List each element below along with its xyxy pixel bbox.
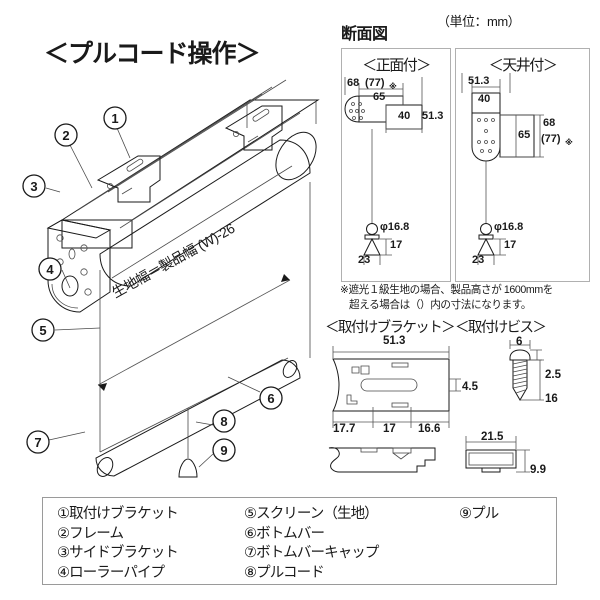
legend-item: ⑦ボトムバーキャップ [244, 545, 379, 561]
blackout-fabric-note: ※遮光１級生地の場合、製品高さが 1600mmを 超える場合は（）内の寸法になり… [340, 283, 598, 314]
bracket-dim-17: 17 [383, 423, 396, 435]
cross-section-front-mount: ＜正面付＞ 68 (77) ※ 65 40 51.3 φ16.8 17 [341, 48, 451, 282]
ceil-dim-68: 68 [543, 117, 556, 129]
pull-cord-assembly [178, 408, 198, 478]
parts-legend: ①取付けブラケット ②フレーム ③サイドブラケット ④ローラーパイプ ⑤スクリー… [42, 497, 557, 585]
note-line-1: ※遮光１級生地の場合、製品高さが 1600mmを [340, 284, 553, 296]
cap-drawing [460, 428, 570, 483]
svg-text:3: 3 [30, 179, 37, 194]
legend-item: ①取付けブラケット [57, 506, 179, 522]
frame-assembly [60, 79, 320, 249]
roller-blind-illustration: 1 2 3 4 5 6 7 8 9 [0, 40, 330, 500]
ceil-dim-23: 23 [472, 254, 485, 266]
cap-dim-9-9: 9.9 [530, 464, 546, 476]
mounting-bracket-1 [96, 155, 161, 203]
cap-dim-21-5: 21.5 [481, 431, 504, 443]
callout-5: 5 [31, 318, 55, 342]
svg-text:6: 6 [267, 391, 274, 406]
screw-drawing [500, 336, 560, 416]
front-mount-title: ＜正面付＞ [362, 57, 431, 74]
ceil-dim-40: 40 [478, 93, 491, 105]
bottom-bar [95, 359, 301, 477]
bracket-dim-17-7: 17.7 [333, 423, 356, 435]
bracket-section-title: ＜取付けブラケット＞ [325, 320, 456, 336]
bracket-drawing [325, 336, 475, 481]
callout-6: 6 [259, 386, 283, 410]
legend-column-3: ⑨プル [459, 505, 499, 583]
legend-column-1: ①取付けブラケット ②フレーム ③サイドブラケット ④ローラーパイプ [57, 505, 244, 583]
screw-dim-6: 6 [516, 336, 523, 348]
legend-column-2: ⑤スクリーン（生地） ⑥ボトムバー ⑦ボトムバーキャップ ⑧プルコード [244, 505, 459, 583]
screw-dim-2-5: 2.5 [545, 369, 561, 381]
svg-text:4: 4 [46, 262, 54, 277]
svg-text:9: 9 [220, 443, 227, 458]
ceil-dim-65: 65 [518, 129, 531, 141]
ceil-dim-phi: φ16.8 [494, 221, 524, 233]
callout-3: 3 [22, 174, 46, 198]
svg-text:5: 5 [39, 323, 46, 338]
legend-item: ③サイドブラケット [57, 545, 179, 561]
legend-item: ⑧プルコード [244, 564, 325, 581]
front-dim-65: 65 [373, 91, 386, 103]
ceil-dim-77: (77) [541, 133, 561, 145]
front-dim-23: 23 [358, 254, 371, 266]
ceiling-mount-title: ＜天井付＞ [488, 57, 558, 74]
note-line-2: 超える場合は（）内の寸法になります。 [349, 299, 532, 312]
callout-7: 7 [26, 430, 50, 454]
cross-section-ceiling-mount: ＜天井付＞ 51.3 40 65 68 (77) ※ φ16.8 [455, 48, 590, 282]
bottom-bar-cap [96, 457, 114, 477]
front-dim-68: 68 [347, 77, 360, 89]
unit-note: （単位：mm） [437, 14, 521, 29]
callout-9: 9 [198, 438, 236, 468]
page-title: ＜プルコード操作＞ [44, 40, 261, 68]
callout-2: 2 [54, 123, 78, 147]
screw-section-title: ＜取付けビス＞ [455, 320, 547, 336]
legend-item: ⑥ボトムバー [244, 525, 325, 542]
front-dim-asterisk: ※ [389, 82, 397, 91]
ceil-dim-51-3: 51.3 [468, 75, 490, 87]
svg-text:8: 8 [220, 414, 227, 429]
callout-8: 8 [212, 409, 236, 433]
width-dimension [97, 274, 291, 391]
bracket-dim-16-6: 16.6 [418, 423, 441, 435]
pull-knob [178, 458, 198, 478]
ceil-dim-asterisk: ※ [565, 138, 573, 147]
front-dim-51-3: 51.3 [422, 110, 444, 122]
front-dim-77: (77) [365, 77, 385, 89]
callout-4: 4 [38, 257, 62, 281]
front-dim-40: 40 [398, 110, 411, 122]
svg-text:2: 2 [62, 128, 69, 143]
svg-text:1: 1 [111, 111, 118, 126]
callout-leaders [45, 127, 261, 441]
front-dim-phi: φ16.8 [380, 221, 410, 233]
ceil-dim-17: 17 [504, 239, 517, 251]
svg-text:7: 7 [34, 435, 41, 450]
screw-dim-16: 16 [545, 393, 558, 405]
legend-item: ④ローラーパイプ [57, 564, 165, 581]
side-bracket [46, 219, 112, 313]
front-dim-17: 17 [390, 239, 403, 251]
callout-1: 1 [103, 106, 127, 130]
bracket-dim-4-5: 4.5 [462, 381, 478, 393]
legend-item: ⑨プル [459, 506, 499, 522]
roller-pipe [99, 131, 317, 287]
bracket-dim-51-3: 51.3 [383, 335, 406, 347]
mounting-bracket-2 [224, 105, 283, 151]
section-view-title: 断面図 [341, 26, 388, 43]
legend-item: ⑤スクリーン（生地） [244, 506, 379, 522]
legend-item: ②フレーム [57, 525, 124, 542]
